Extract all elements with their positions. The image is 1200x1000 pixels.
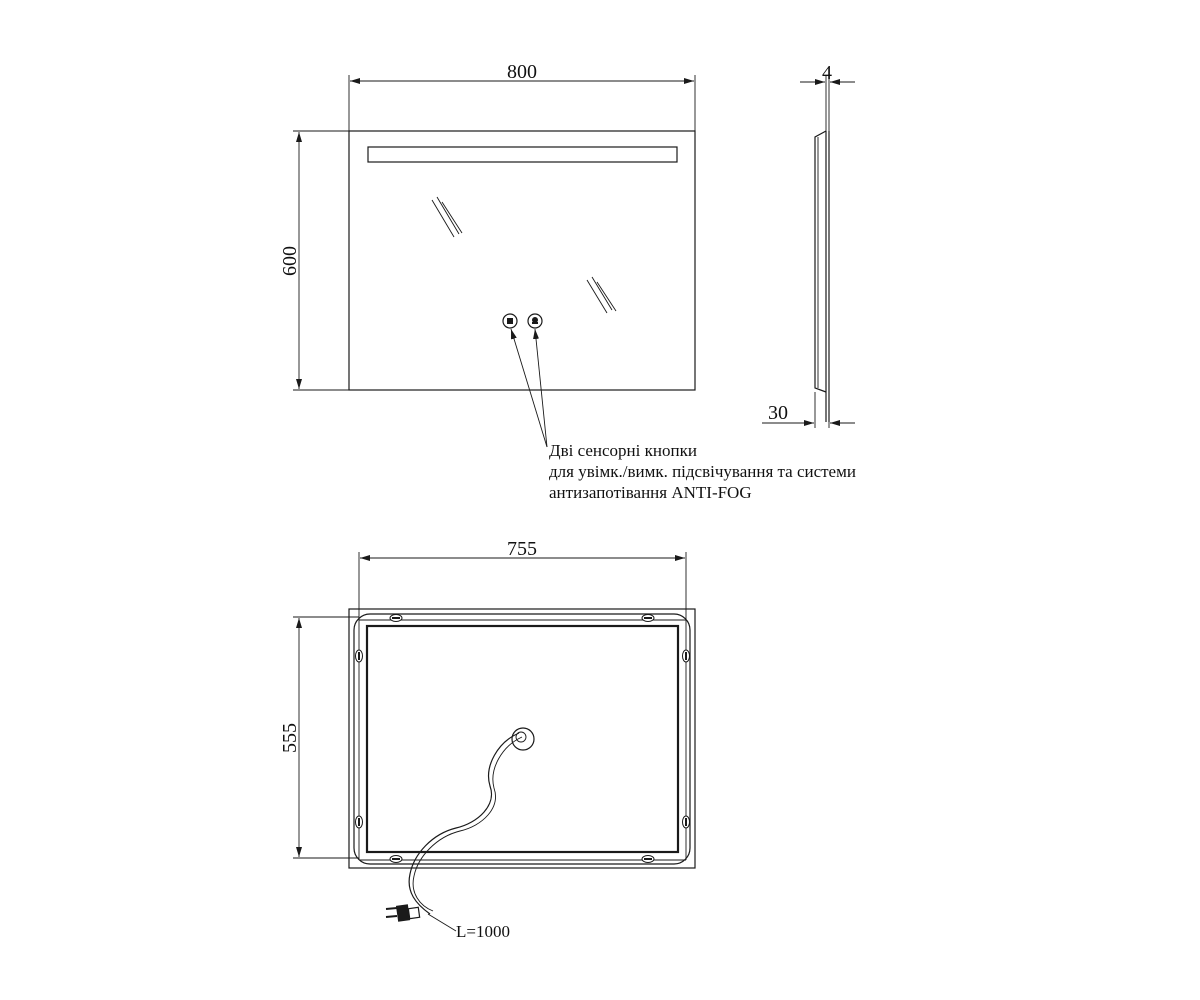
height-label: 600 (279, 246, 301, 276)
power-cable (408, 732, 520, 915)
callout-leader (510, 328, 548, 448)
reflection-mark-lower (586, 276, 617, 314)
heating-pad (365, 624, 680, 854)
thickness-label: 4 (822, 62, 832, 84)
side-frame-profile (814, 130, 827, 393)
mounting-hook-left-upper (355, 649, 363, 663)
mounting-hook-right-upper (682, 649, 690, 663)
mounting-hook-bottom-left (389, 855, 403, 863)
mirror-outline (348, 130, 696, 391)
mounting-hook-top-right (641, 614, 655, 622)
dimension-height-600: 600 (279, 130, 349, 391)
mounting-hook-right-lower (682, 815, 690, 829)
callout-line-3: антизапотівання ANTI-FOG (549, 483, 752, 502)
back-outer-edge (348, 608, 696, 869)
front-view: 800 600 Дві сенсорні кнопки для увімк./в… (279, 61, 856, 502)
dimension-thickness-4: 4 (800, 62, 855, 131)
dimension-width-800: 800 (348, 61, 696, 131)
side-view: 4 30 (762, 62, 855, 428)
touch-button-antifog (527, 313, 543, 329)
dimension-depth-30: 30 (762, 392, 855, 428)
width-label: 800 (507, 61, 537, 83)
mounting-hook-top-left (389, 614, 403, 622)
led-strip (367, 146, 678, 163)
back-view: L=1000 755 555 (279, 538, 696, 941)
back-height-label: 555 (279, 723, 301, 753)
dimension-width-755: 755 (358, 538, 687, 620)
mounting-hook-left-lower (355, 815, 363, 829)
cable-grommet (511, 727, 535, 751)
mounting-hook-bottom-right (641, 855, 655, 863)
back-frame (353, 613, 691, 865)
callout-line-2: для увімк./вимк. підсвічування та систем… (549, 462, 856, 481)
touch-button-light (502, 313, 518, 329)
depth-label: 30 (768, 402, 788, 424)
callout-text: Дві сенсорні кнопки для увімк./вимк. під… (549, 441, 856, 502)
dimension-height-555: 555 (279, 616, 359, 859)
back-width-label: 755 (507, 538, 537, 560)
power-plug (385, 904, 421, 922)
reflection-mark-upper (431, 196, 463, 238)
cable-length-label: L=1000 (456, 922, 510, 941)
callout-line-1: Дві сенсорні кнопки (549, 441, 697, 460)
